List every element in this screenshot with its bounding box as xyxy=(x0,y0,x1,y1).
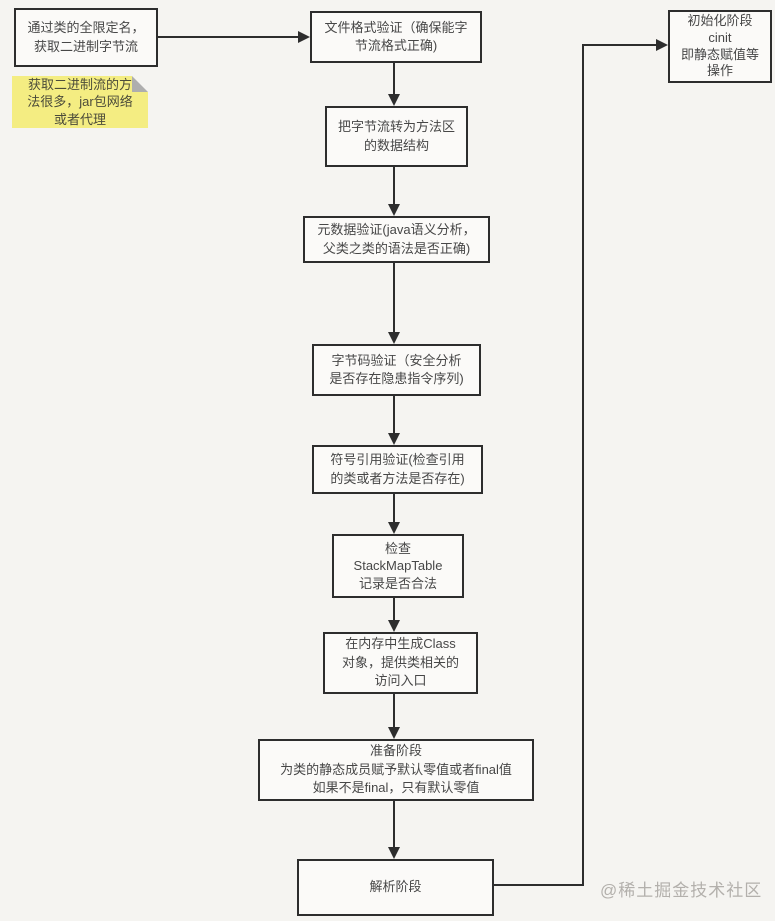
arrowhead-down-icon xyxy=(388,204,400,216)
connector-methodarea-to-metadata xyxy=(393,167,395,204)
watermark: @稀土掘金技术社区 xyxy=(600,881,763,900)
arrowhead-down-icon xyxy=(388,94,400,106)
arrowhead-right-icon xyxy=(298,31,310,43)
connector-prepare-to-resolve xyxy=(393,801,395,847)
arrowhead-down-icon xyxy=(388,522,400,534)
connector-metadata-to-bytecode xyxy=(393,263,395,332)
flow-node-resolve-phase: 解析阶段 xyxy=(297,859,494,916)
flow-node-prepare-phase: 准备阶段 为类的静态成员赋予默认零值或者final值 如果不是final，只有默… xyxy=(258,739,534,801)
flow-node-init-phase: 初始化阶段 cinit 即静态赋值等 操作 xyxy=(668,10,772,83)
connector-resolve-to-init-bottom xyxy=(493,884,582,886)
connector-fileformat-to-methodarea xyxy=(393,63,395,94)
flow-node-file-format-verify: 文件格式验证（确保能字 节流格式正确) xyxy=(310,11,482,63)
connector-resolve-to-init-vertical xyxy=(582,44,584,886)
arrowhead-down-icon xyxy=(388,332,400,344)
arrowhead-right-icon xyxy=(656,39,668,51)
connector-symbolref-to-stackmap xyxy=(393,494,395,522)
connector-bytecode-to-symbolref xyxy=(393,396,395,433)
arrowhead-down-icon xyxy=(388,620,400,632)
flow-node-generate-class-object: 在内存中生成Class 对象，提供类相关的 访问入口 xyxy=(323,632,478,694)
connector-resolve-to-init-top xyxy=(584,44,656,46)
flow-node-bytes-to-method-area: 把字节流转为方法区 的数据结构 xyxy=(325,106,468,167)
flow-node-symbol-ref-verify: 符号引用验证(检查引用 的类或者方法是否存在) xyxy=(312,445,483,494)
connector-load-to-fileformat xyxy=(158,36,298,38)
folded-corner-icon xyxy=(132,76,148,92)
connector-stackmap-to-genclass xyxy=(393,598,395,620)
flow-node-stackmaptable-check: 检查 StackMapTable 记录是否合法 xyxy=(332,534,464,598)
flow-node-bytecode-verify: 字节码验证（安全分析 是否存在隐患指令序列) xyxy=(312,344,481,396)
arrowhead-down-icon xyxy=(388,433,400,445)
sticky-note: 获取二进制流的方 法很多，jar包网络 或者代理 xyxy=(12,76,148,128)
arrowhead-down-icon xyxy=(388,847,400,859)
connector-genclass-to-prepare xyxy=(393,694,395,727)
flow-node-load-class: 通过类的全限定名， 获取二进制字节流 xyxy=(14,8,158,67)
flow-node-metadata-verify: 元数据验证(java语义分析， 父类之类的语法是否正确) xyxy=(303,216,490,263)
arrowhead-down-icon xyxy=(388,727,400,739)
